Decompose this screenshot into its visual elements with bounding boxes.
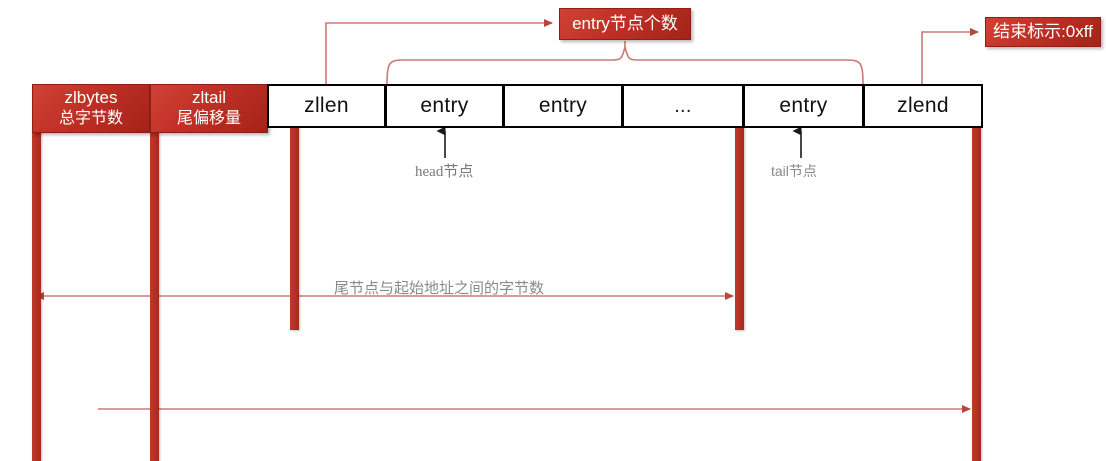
cell-zllen-label: zllen	[304, 94, 349, 117]
cell-entry-tail[interactable]: entry	[743, 84, 864, 128]
cell-zllen[interactable]: zllen	[267, 84, 386, 128]
zlend-callout-connector	[921, 28, 979, 86]
field-box-zlbytes[interactable]: zlbytes 总字节数	[32, 84, 150, 133]
cell-entry-head-label: entry	[420, 94, 469, 117]
cell-zlend[interactable]: zlend	[863, 84, 983, 128]
guide-bar-zllen-start	[290, 126, 299, 330]
annotation-tail-offset-label: 尾节点与起始地址之间的字节数	[334, 280, 545, 297]
callout-entry-count[interactable]: entry节点个数	[559, 8, 691, 40]
annotation-head-node: head节点	[415, 160, 473, 181]
callout-end-marker[interactable]: 结束标示:0xff	[985, 17, 1101, 47]
guide-bar-zltail-start	[150, 126, 159, 461]
field-box-zltail[interactable]: zltail 尾偏移量	[150, 84, 268, 133]
cell-entry-second[interactable]: entry	[503, 84, 623, 128]
field-box-zlbytes-line1: zlbytes	[64, 88, 118, 108]
callout-end-marker-label: 结束标示:0xff	[993, 21, 1093, 41]
field-box-zltail-line1: zltail	[191, 88, 226, 108]
field-box-zlbytes-line2: 总字节数	[58, 110, 123, 128]
cell-entry-tail-label: entry	[779, 94, 828, 117]
annotation-tail-node: tail节点	[771, 161, 817, 181]
guide-bar-zlbytes-start	[32, 126, 41, 461]
cell-entry-second-label: entry	[538, 94, 588, 117]
field-box-zltail-line2: 尾偏移量	[176, 110, 241, 128]
annotation-tail-offset: 尾节点与起始地址之间的字节数	[334, 277, 544, 298]
cell-entry-ellipsis[interactable]: ...	[622, 84, 744, 128]
entry-span-brace	[386, 46, 864, 87]
zllen-callout-connector	[325, 19, 553, 86]
annotation-head-node-label: head节点	[415, 164, 474, 180]
callout-entry-count-label: entry节点个数	[572, 13, 678, 33]
cell-entry-head[interactable]: entry	[385, 84, 504, 128]
cell-zlend-label: zlend	[897, 94, 949, 117]
guide-bar-tail-entry	[735, 126, 744, 330]
guide-bar-zlend	[972, 126, 981, 461]
cell-entry-ellipsis-label: ...	[674, 94, 692, 117]
annotation-tail-node-label: tail节点	[771, 163, 817, 179]
